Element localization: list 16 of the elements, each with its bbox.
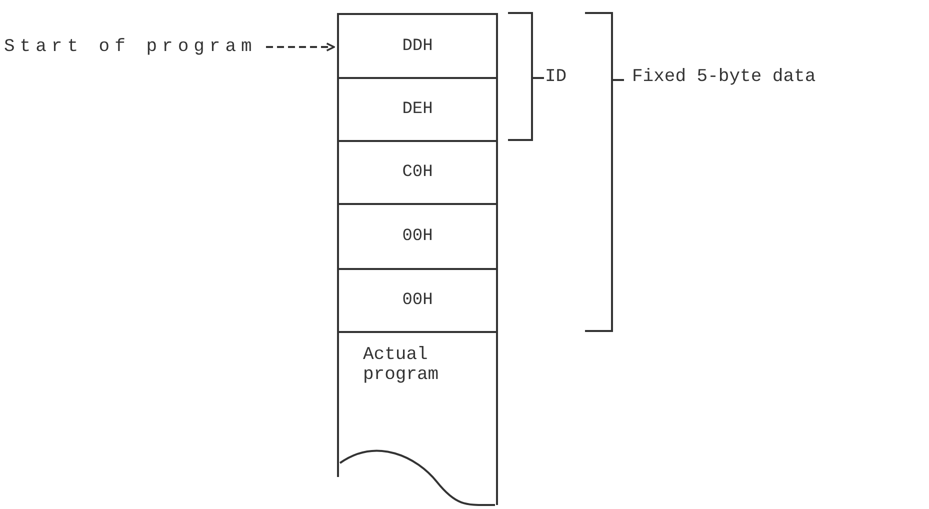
byte-value: DEH (402, 100, 433, 119)
memory-cell (337, 77, 498, 142)
bracket-label: ID (545, 67, 567, 87)
memory-cell (337, 140, 498, 205)
bracket-label: Fixed 5-byte data (632, 67, 816, 87)
byte-value: DDH (402, 36, 433, 56)
byte-value: C0H (402, 163, 433, 182)
byte-value: 00H (402, 227, 433, 246)
area-label: Actual program (363, 345, 440, 385)
memory-cell (337, 268, 498, 333)
edge-source-text: Start of program (4, 37, 257, 57)
byte-value: 00H (402, 291, 433, 310)
memory-cell (337, 13, 498, 79)
memory-cell (337, 203, 498, 270)
arrow (266, 42, 335, 52)
program-area (337, 331, 498, 507)
